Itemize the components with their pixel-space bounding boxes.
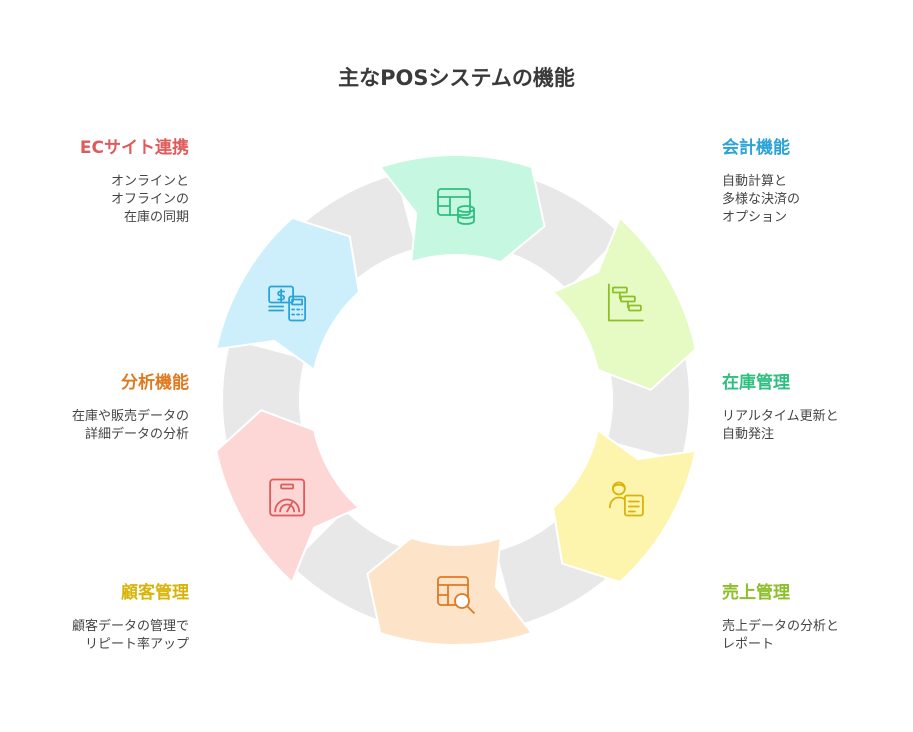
segment-analysis [366,536,534,647]
feature-sales: 売上管理 売上データの分析と レポート [722,578,902,654]
feature-inventory-heading: 在庫管理 [722,373,790,393]
feature-sales-heading: 売上管理 [722,583,790,603]
segment-inventory [378,153,546,264]
feature-inventory-description: リアルタイム更新と 自動発注 [722,408,902,444]
feature-accounting-description: 自動計算と 多様な決済の オプション [722,173,902,227]
feature-ec: ECサイト連携 オンラインと オフラインの 在庫の同期 [9,133,189,227]
feature-ec-description: オンラインと オフラインの 在庫の同期 [9,173,189,227]
segment-ec [215,409,361,584]
feature-accounting-heading: 会計機能 [722,138,790,158]
feature-sales-description: 売上データの分析と レポート [722,618,902,654]
feature-analysis-description: 在庫や販売データの 詳細データの分析 [9,408,189,444]
feature-ec-heading: ECサイト連携 [79,138,189,158]
segment-accounting [215,216,361,372]
feature-customer: 顧客管理 顧客データの管理で リピート率アップ [9,578,189,654]
page-title: 主なPOSシステムの機能 [338,66,575,90]
description-line: オンラインと [110,174,189,189]
feature-inventory: 在庫管理 リアルタイム更新と 自動発注 [722,368,902,444]
user-document-icon [608,481,644,517]
description-line: リアルタイム更新と [722,409,839,424]
feature-customer-heading: 顧客管理 [121,583,189,603]
description-line: リピート率アップ [84,637,189,652]
feature-accounting: 会計機能 自動計算と 多様な決済の オプション [722,133,902,227]
description-line: 自動計算と [722,174,788,189]
description-line: オフラインの [110,192,189,207]
feature-customer-description: 顧客データの管理で リピート率アップ [9,618,189,654]
segment-sales [551,216,697,391]
description-line: 顧客データの管理で [71,619,189,634]
description-line: 売上データの分析と [722,619,840,634]
description-line: オプション [722,210,788,225]
description-line: 在庫の同期 [123,210,189,225]
description-line: 多様な決済の [722,192,801,207]
description-line: 自動発注 [722,427,775,442]
cash-calculator-icon [268,285,307,322]
feature-analysis-heading: 分析機能 [121,373,189,393]
description-line: レポート [722,637,775,652]
gauge-dashboard-icon [269,478,306,517]
gantt-chart-icon [607,283,644,322]
table-database-icon [437,188,475,225]
description-line: 在庫や販売データの [71,409,189,424]
description-line: 詳細データの分析 [84,427,189,442]
table-search-icon [437,576,475,614]
feature-analysis: 分析機能 在庫や販売データの 詳細データの分析 [9,368,189,444]
